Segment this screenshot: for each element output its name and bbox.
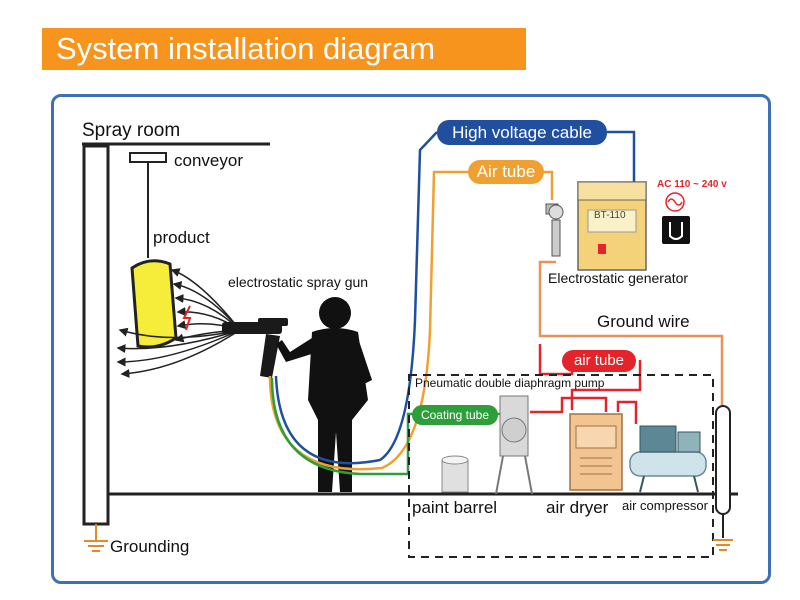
electrostatic-generator-label: Electrostatic generator — [548, 270, 689, 286]
conveyor-bar — [129, 152, 167, 163]
diagram-title: System installation diagram — [56, 31, 436, 66]
high-voltage-cable-to-generator — [607, 130, 636, 182]
spray-room-label: Spray room — [82, 120, 181, 141]
air-dryer-unit — [569, 413, 623, 491]
electrostatic-generator-unit — [577, 181, 647, 271]
pressure-regulator — [545, 203, 564, 257]
ground-wire-label: Ground wire — [597, 312, 690, 331]
coating-tube-label: Coating tube — [412, 405, 498, 425]
spray-gun — [222, 318, 288, 378]
air-tube-label: Air tube — [468, 160, 544, 184]
product-label: product — [153, 228, 210, 247]
power-plug-icon — [662, 216, 690, 244]
conveyor-label: conveyor — [174, 151, 243, 170]
paint-barrel-label: paint barrel — [412, 498, 498, 517]
diaphragm-pump-unit — [495, 395, 533, 495]
ground-rod — [715, 405, 731, 515]
grounding-label: Grounding — [110, 537, 190, 556]
high-voltage-cable-label: High voltage cable — [437, 120, 607, 145]
paint-barrel-unit — [441, 455, 469, 493]
ac-power-label: AC 110 ~ 240 v — [657, 179, 727, 190]
spray-room-wall — [82, 144, 110, 526]
red-air-tube-label: air tube — [562, 350, 636, 372]
ground-symbol-icon — [84, 540, 108, 552]
operator-figure — [276, 297, 372, 492]
ground-wire-line — [538, 260, 724, 408]
ac-sine-icon — [665, 192, 685, 212]
diagram-frame — [51, 94, 771, 584]
title-banner — [42, 28, 526, 70]
red-air-tube-to-dryer — [530, 396, 638, 424]
pump-area-boundary — [408, 374, 714, 558]
generator-model-label: BT-110 — [594, 210, 626, 221]
air-compressor-label: air compressor — [622, 498, 708, 513]
pump-label: Pneumatic double diaphragm pump — [415, 376, 605, 390]
spark-icon — [182, 305, 192, 331]
air-tube-line-right — [544, 170, 554, 200]
spray-gun-label: electrostatic spray gun — [228, 274, 369, 290]
high-voltage-cable — [274, 131, 438, 465]
coating-tube-line — [270, 377, 414, 476]
air-dryer-label: air dryer — [546, 498, 609, 517]
air-compressor-unit — [629, 425, 707, 493]
ground-symbol-icon — [713, 539, 733, 551]
